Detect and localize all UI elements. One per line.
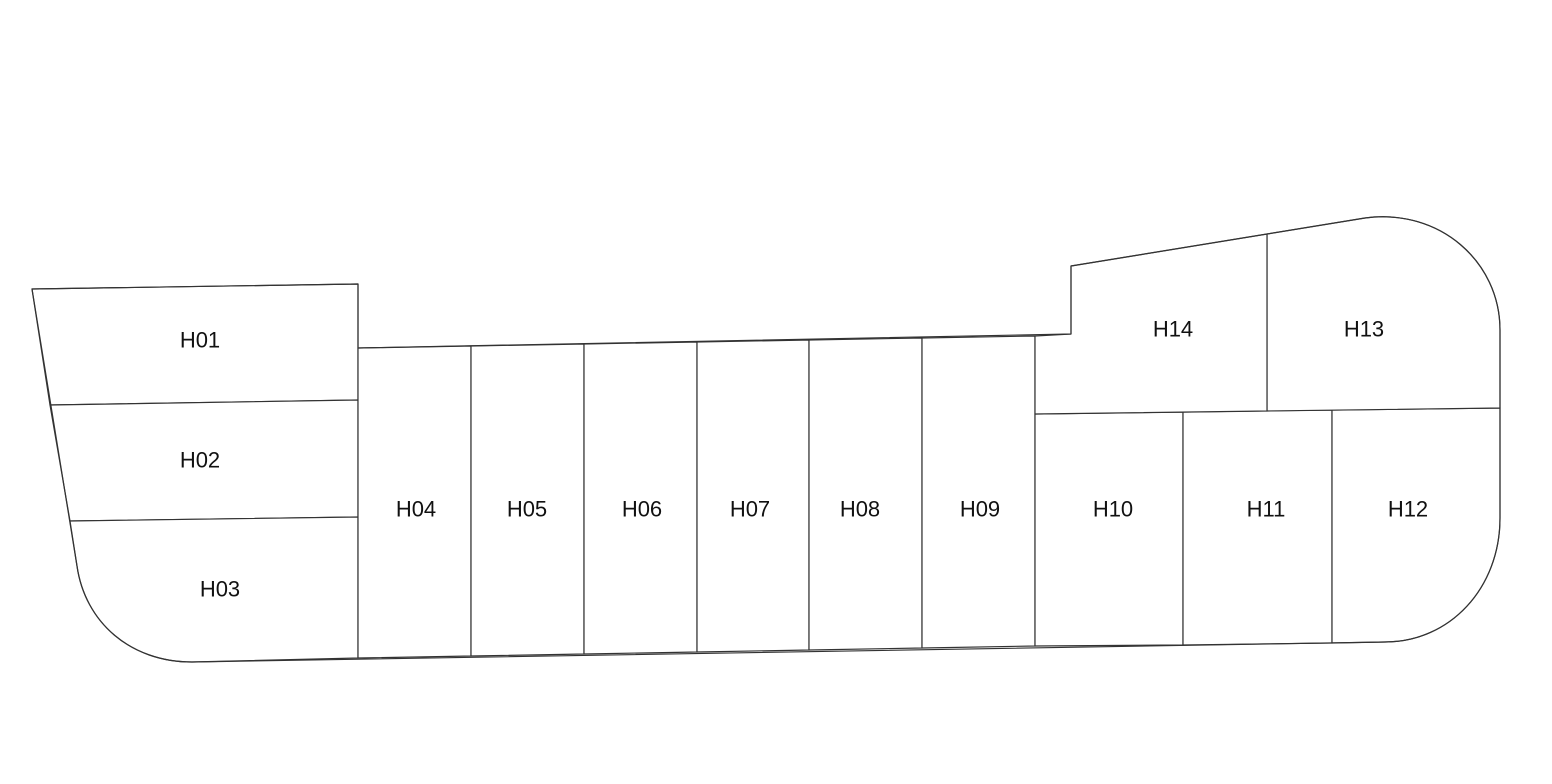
- unit-h10[interactable]: H10: [1034, 411, 1184, 647]
- unit-h10-shape[interactable]: [1034, 411, 1184, 647]
- unit-h03-shape[interactable]: [69, 516, 359, 663]
- unit-h01-shape[interactable]: [31, 283, 359, 406]
- unit-h12[interactable]: H12: [1331, 407, 1501, 644]
- unit-h14[interactable]: H14: [1034, 233, 1268, 415]
- unit-h08-shape[interactable]: [808, 337, 923, 651]
- unit-h09-shape[interactable]: [921, 335, 1036, 649]
- unit-h05-shape[interactable]: [470, 343, 585, 657]
- unit-h12-shape[interactable]: [1331, 407, 1501, 644]
- unit-h02[interactable]: H02: [49, 399, 359, 522]
- unit-h09[interactable]: H09: [921, 335, 1036, 649]
- unit-h01[interactable]: H01: [31, 283, 359, 406]
- unit-h13-shape[interactable]: [1266, 216, 1501, 412]
- unit-h08[interactable]: H08: [808, 337, 923, 651]
- unit-h07-shape[interactable]: [696, 339, 810, 653]
- unit-h04[interactable]: H04: [357, 345, 472, 659]
- unit-h06-shape[interactable]: [583, 341, 698, 655]
- unit-h11[interactable]: H11: [1182, 409, 1333, 646]
- unit-h03[interactable]: H03: [69, 516, 359, 663]
- unit-h13[interactable]: H13: [1266, 216, 1501, 412]
- unit-h07[interactable]: H07: [696, 339, 810, 653]
- unit-h05[interactable]: H05: [470, 343, 585, 657]
- unit-h14-shape[interactable]: [1034, 233, 1268, 415]
- unit-h06[interactable]: H06: [583, 341, 698, 655]
- unit-h04-shape[interactable]: [357, 345, 472, 659]
- unit-h02-shape[interactable]: [49, 399, 359, 522]
- unit-h11-shape[interactable]: [1182, 409, 1333, 646]
